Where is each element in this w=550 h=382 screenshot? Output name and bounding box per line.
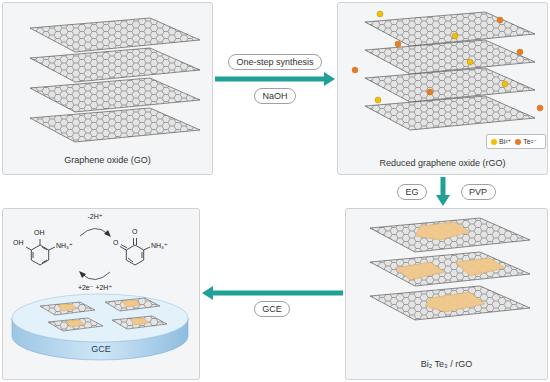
legend-swatch (491, 139, 497, 145)
chem-label: OH (34, 228, 45, 237)
chem-label: OH (13, 238, 24, 247)
reagent-label: GCE (255, 304, 289, 315)
reagent-pill: EG (397, 184, 427, 200)
reagent-label: NaOH (255, 91, 295, 102)
stage-label: Graphene oxide (GO) (3, 155, 212, 165)
process-arrow (436, 177, 450, 206)
chem-label: NH₃⁺ (151, 241, 168, 250)
chem-label: NH₃⁺ (56, 241, 73, 250)
stage-label: Reduced graphene oxide (rGO) (338, 158, 547, 168)
process-arrow (202, 286, 343, 300)
legend-item: Bi³⁺ (491, 137, 511, 146)
reagent-pill: PVP (461, 184, 496, 200)
legend-box: Bi³⁺ Te²⁻ (486, 134, 546, 149)
process-arrow (215, 72, 335, 86)
chem-label: O (132, 227, 137, 236)
reagent-pill: NaOH (254, 88, 296, 104)
stage-panel: Graphene oxide (GO) (2, 2, 213, 175)
legend-item: Te²⁻ (515, 137, 536, 146)
reagent-label: PVP (462, 187, 495, 198)
legend-text: Bi³⁺ (499, 138, 511, 145)
reagent-label: EG (398, 187, 426, 198)
legend-swatch (515, 139, 521, 145)
chem-label: O (113, 238, 118, 247)
stage-panel: Reduced graphene oxide (rGO) (337, 2, 548, 175)
stage-panel: Bi₂ Te₃ / rGO (345, 208, 548, 380)
stage-panel: GCE (2, 208, 200, 380)
reagent-label: One-step synthesis (229, 57, 321, 68)
chem-label: -2H⁺ (88, 212, 103, 221)
reagent-pill: GCE (254, 301, 290, 317)
legend-text: Te²⁻ (523, 138, 536, 145)
reagent-pill: One-step synthesis (228, 54, 322, 70)
chem-label: +2e⁻ +2H⁺ (78, 283, 112, 292)
stage-label: GCE (3, 344, 199, 354)
stage-label: Bi₂ Te₃ / rGO (346, 359, 547, 369)
